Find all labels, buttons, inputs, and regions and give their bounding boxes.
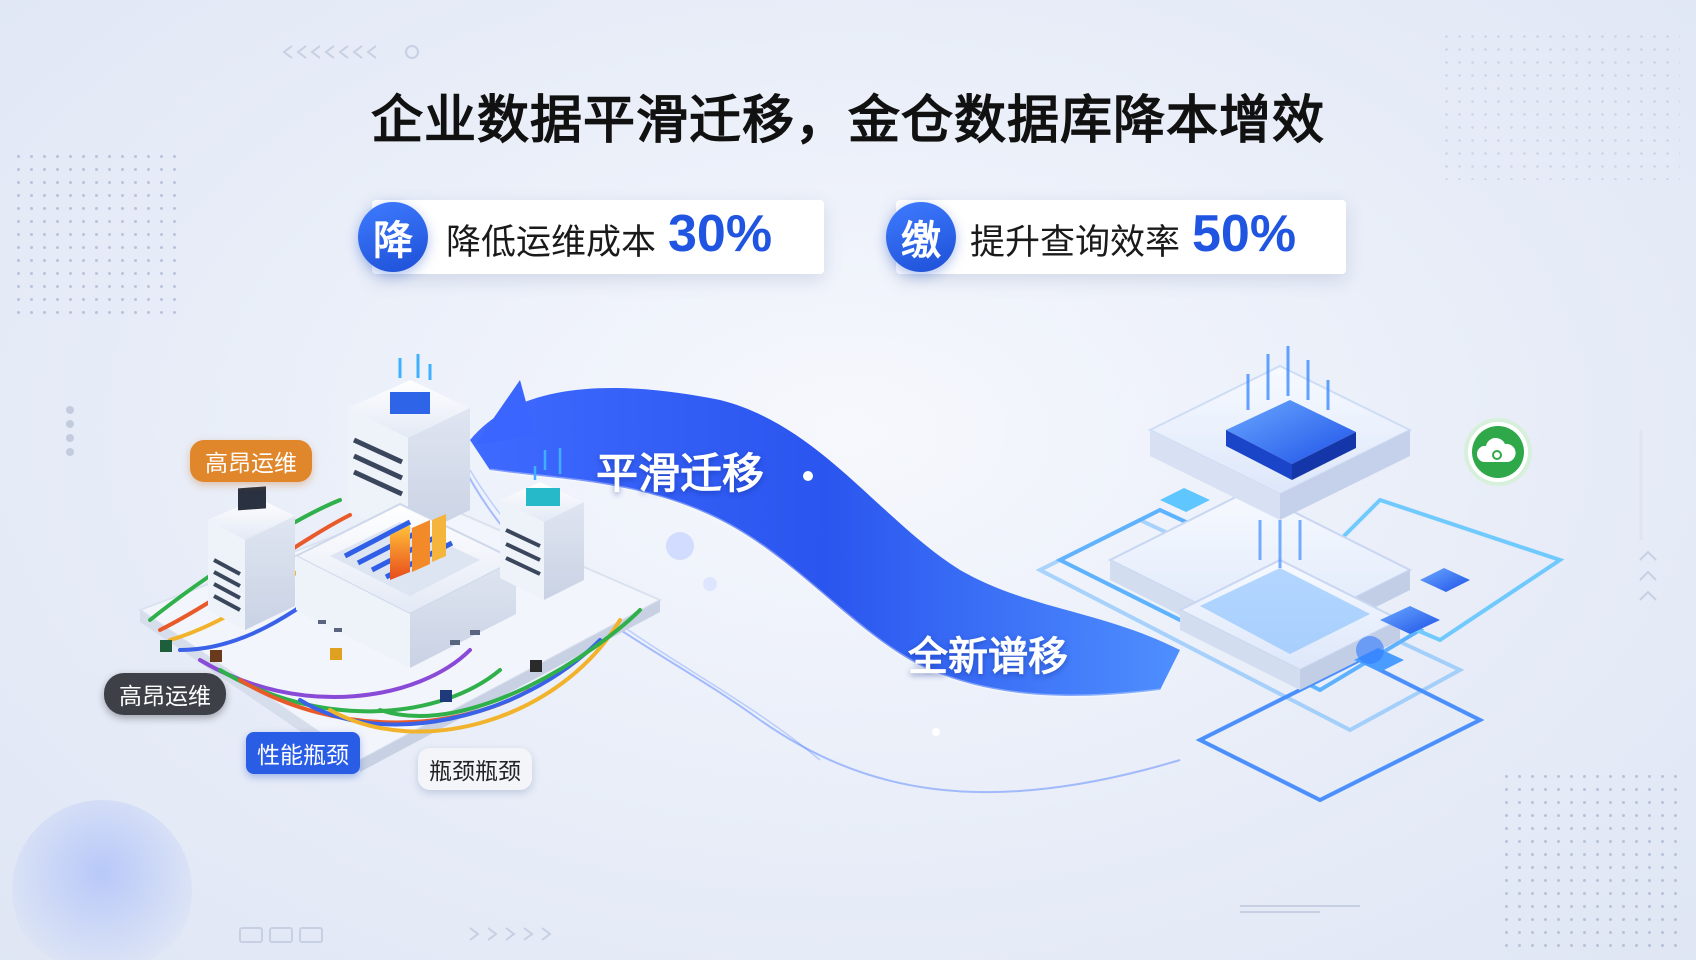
tag-performance-bottleneck: 性能瓶颈	[246, 732, 360, 774]
dot-grid-left	[12, 150, 182, 315]
glow-circle-decoration	[12, 800, 192, 960]
tag-high-ops-cost-orange: 高昂运维	[190, 440, 312, 482]
page-title: 企业数据平滑迁移，金仓数据库降本增效	[370, 91, 1325, 151]
stat-label-cost: 降低运维成本	[446, 223, 657, 263]
dot-grid-bottom-right	[1500, 770, 1680, 950]
legacy-server-platform	[137, 354, 663, 772]
flow-label-smooth-migration: 平滑迁移	[596, 449, 765, 498]
tag-bottleneck-secondary: 瓶颈瓶颈	[418, 748, 532, 790]
dot-grid-top-right	[1440, 30, 1680, 180]
stat-card-cost	[372, 200, 824, 274]
stat-value-efficiency: 50%	[1192, 205, 1297, 263]
stat-label-efficiency: 提升查询效率	[970, 223, 1181, 263]
stat-value-cost: 30%	[668, 205, 773, 263]
migration-flow-ribbon	[459, 380, 1181, 794]
flow-label-new-migration: 全新谱移	[908, 634, 1068, 680]
kingbase-database-platform	[1035, 346, 1565, 803]
stat-badge-efficiency: 缴	[886, 202, 956, 272]
stat-badge-cost: 降	[358, 202, 428, 272]
stat-card-efficiency	[896, 200, 1346, 274]
tag-high-ops-cost-dark: 高昂运维	[104, 673, 226, 715]
cloud-sync-icon	[1464, 418, 1532, 486]
